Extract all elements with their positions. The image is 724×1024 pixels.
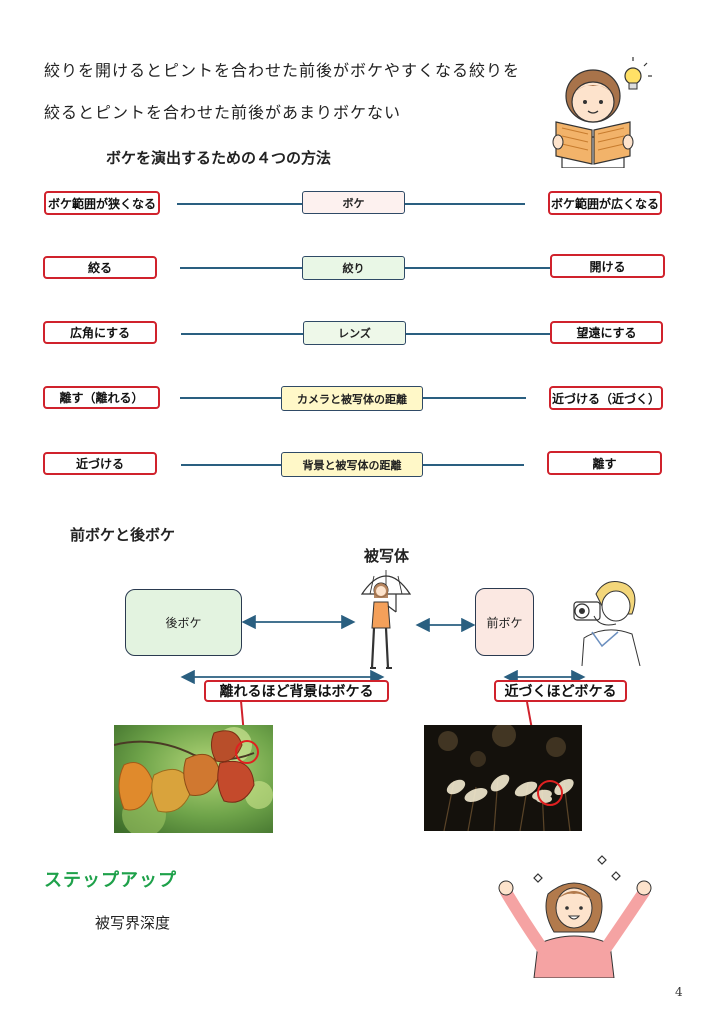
leaves-back-bokeh-photo (114, 725, 273, 833)
step-up-heading: ステップアップ (44, 870, 177, 891)
cheering-girl-illustration (498, 855, 652, 978)
row3-center-box: レンズ (303, 321, 406, 345)
page-number: 4 (675, 985, 683, 999)
photographer-illustration (573, 581, 641, 666)
back-bokeh-box: 後ボケ (125, 589, 242, 656)
row2-center-box: 絞り (302, 256, 405, 280)
row5-right-box: 離す (547, 451, 662, 475)
intro-line-1: 絞りを開けるとピントを合わせた前後がボケやすくなる絞りを (44, 61, 521, 80)
row1-right-box: ボケ範囲が広くなる (548, 191, 662, 215)
sparkle-icon (533, 855, 621, 883)
subject-label: 被写体 (364, 547, 410, 565)
row1-center-box: ボケ (302, 191, 405, 214)
row4-center-box: カメラと被写体の距離 (281, 386, 423, 411)
callout-front-bokeh: 近づくほどボケる (494, 680, 627, 702)
subject-umbrella-woman-illustration (360, 570, 412, 669)
bokeh-section-title: 前ボケと後ボケ (70, 526, 176, 544)
row3-right-box: 望遠にする (550, 321, 663, 344)
row5-center-box: 背景と被写体の距離 (281, 452, 423, 477)
pampas-front-bokeh-photo (424, 725, 582, 831)
row4-left-box: 離す（離れる） (43, 386, 160, 409)
reading-child-illustration (552, 57, 652, 168)
depth-of-field-label: 被写界深度 (95, 914, 171, 932)
row3-left-box: 広角にする (43, 321, 157, 344)
row4-right-box: 近づける（近づく） (549, 386, 663, 410)
row2-left-box: 絞る (43, 256, 157, 279)
methods-title: ボケを演出するための４つの方法 (106, 149, 332, 167)
row1-left-box: ボケ範囲が狭くなる (44, 191, 160, 215)
callout-back-bokeh: 離れるほど背景はボケる (204, 680, 389, 702)
intro-line-2: 絞るとピントを合わせた前後があまりボケない (44, 103, 402, 122)
row2-right-box: 開ける (550, 254, 665, 278)
lightbulb-icon (624, 57, 652, 90)
row5-left-box: 近づける (43, 452, 157, 475)
